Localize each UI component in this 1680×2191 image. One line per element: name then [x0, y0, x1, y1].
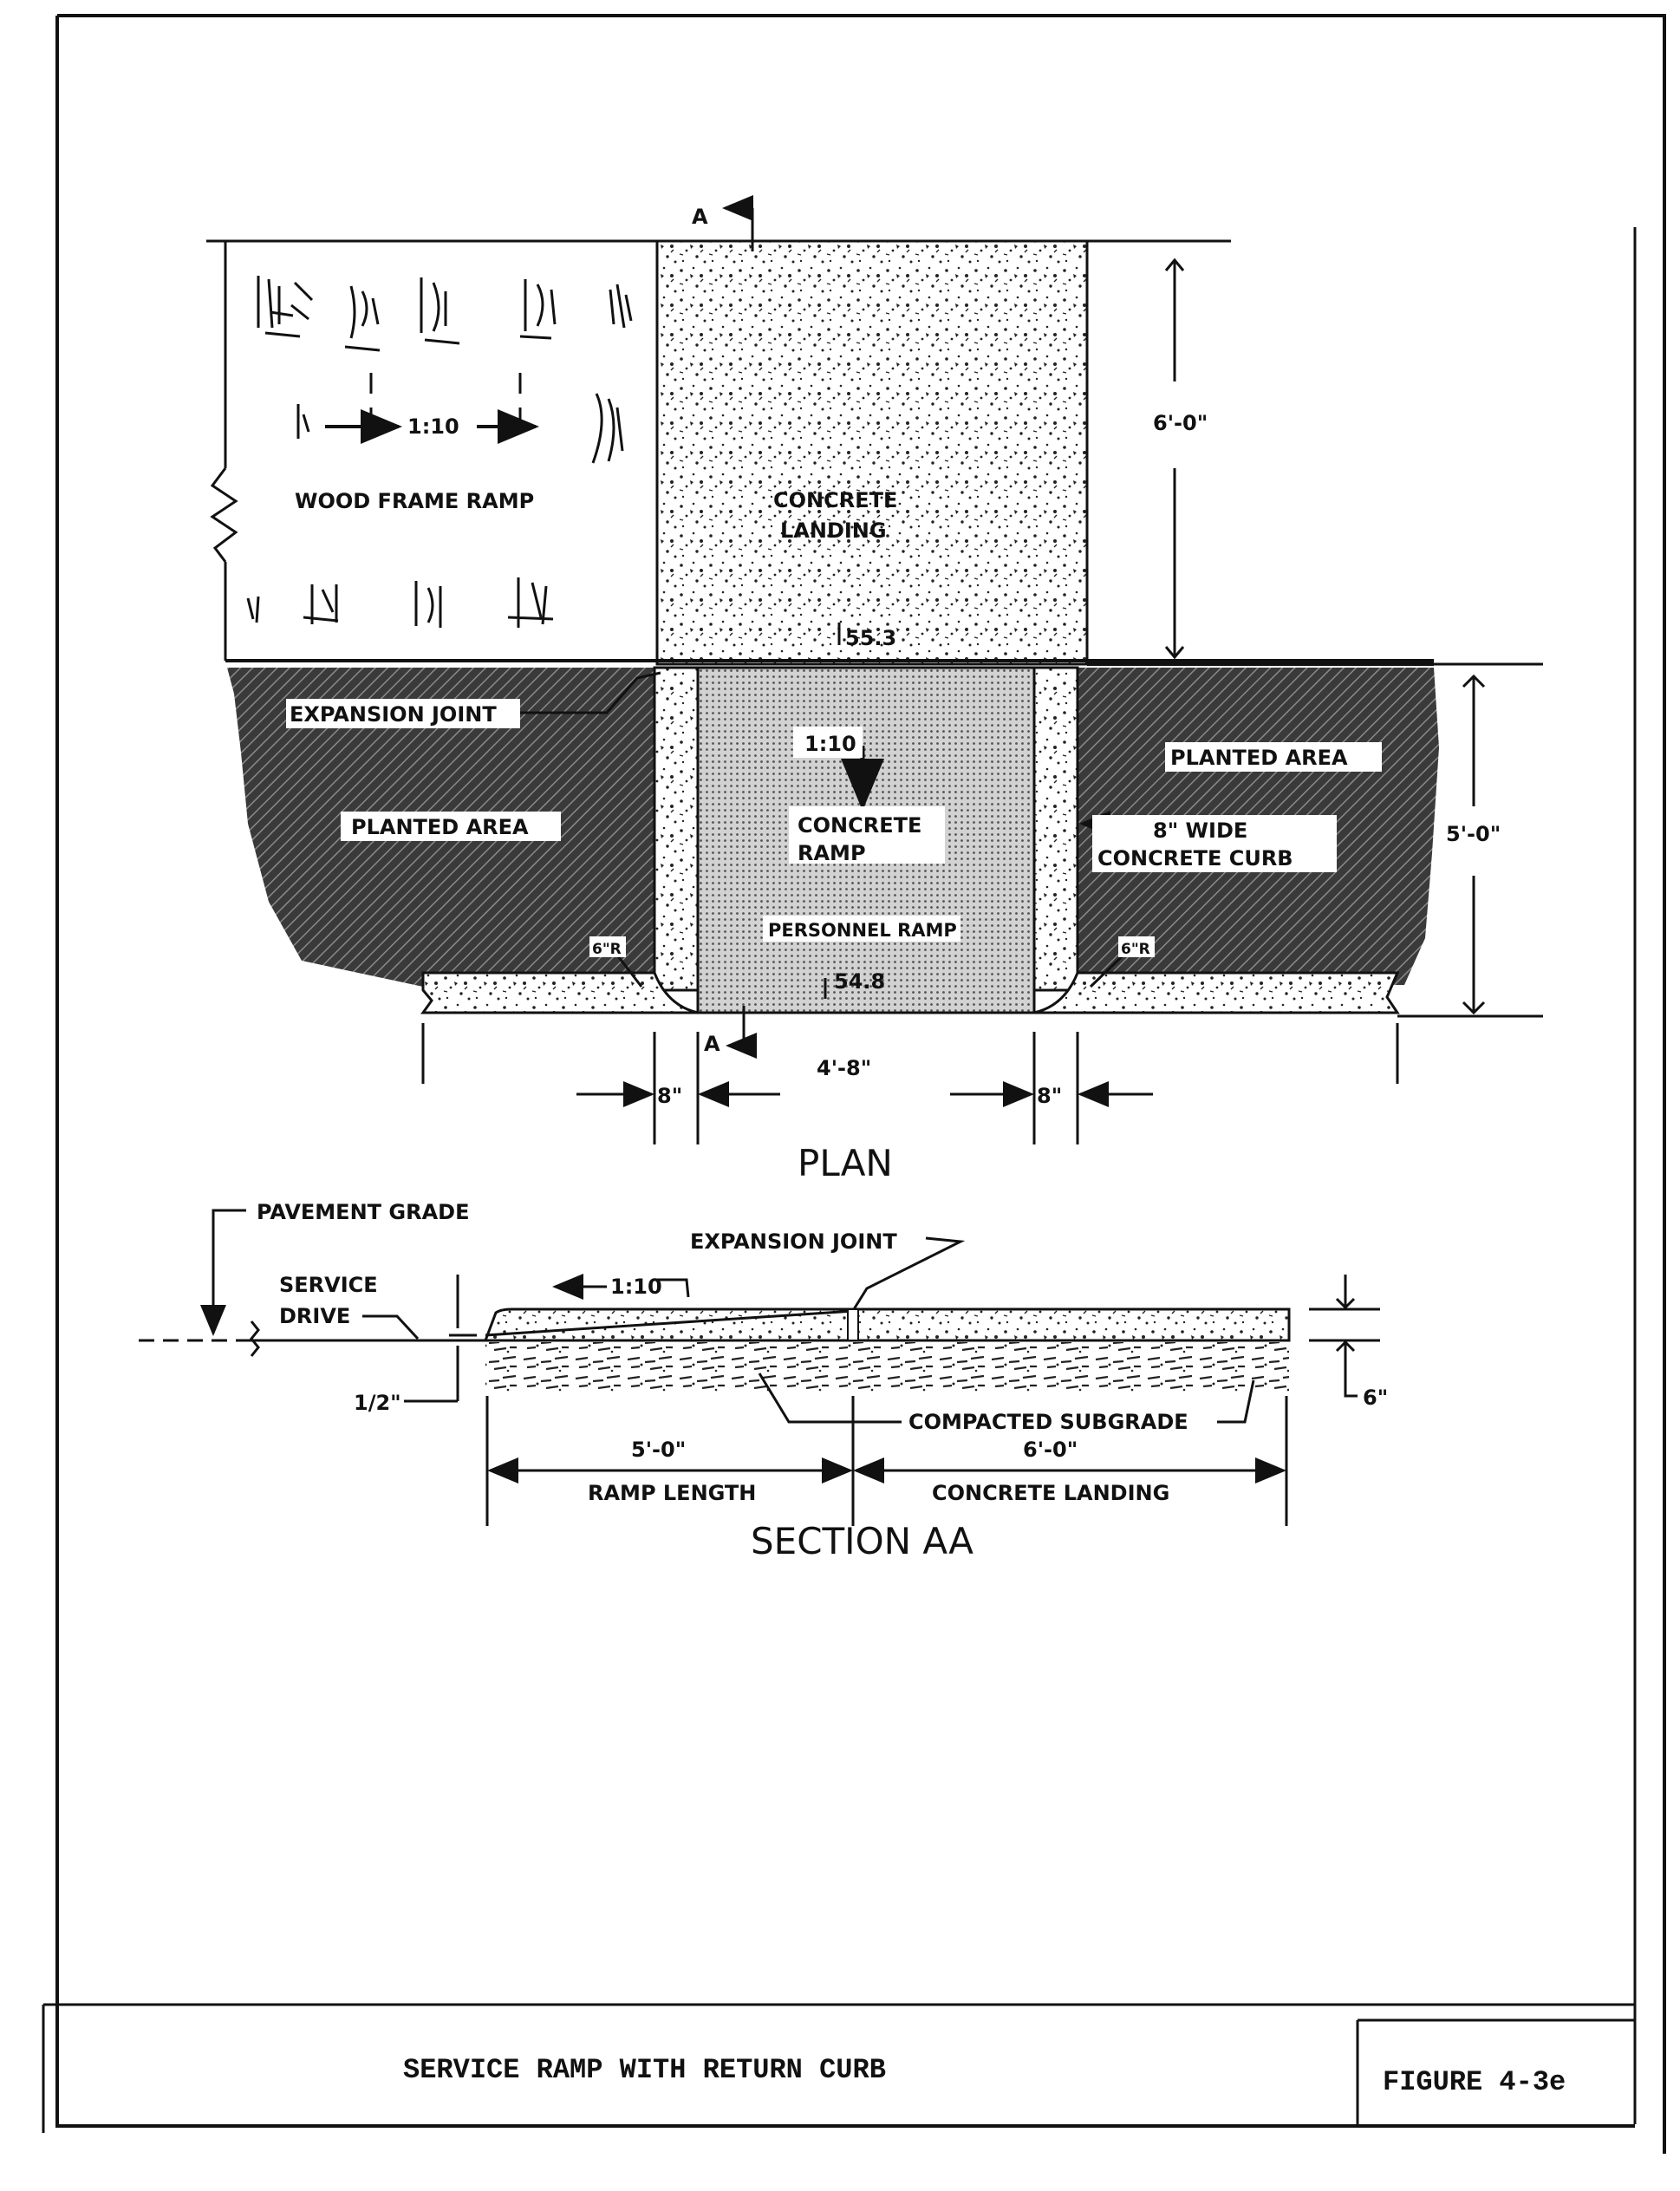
dim-landing-length: 6'-0"	[1153, 411, 1208, 435]
section-expansion-joint-label: EXPANSION JOINT	[690, 1229, 897, 1254]
curb-label-line2: CONCRETE CURB	[1097, 846, 1293, 871]
section-marker-top-label: A	[692, 205, 708, 229]
plan-view: A A 1:10 WOOD FRAME RAMP CONCRETE LANDIN…	[206, 195, 1543, 1184]
elevation-bottom-label: 54.8	[834, 969, 885, 994]
dim-curb-right: 8"	[1037, 1084, 1062, 1108]
return-curb-strip-right	[1033, 971, 1400, 1014]
half-inch-label: 1/2"	[354, 1391, 401, 1415]
section-aa-view: PAVEMENT GRADE EXPANSION JOINT SERVICE D…	[139, 1200, 1388, 1562]
elevation-top-label: 55.3	[845, 626, 896, 650]
dim-ramp-width: 4'-8"	[817, 1056, 871, 1080]
dimension-lines-bottom	[421, 1023, 1399, 1144]
ramp-slope-label: 1:10	[804, 732, 856, 756]
planted-area-right-label: PLANTED AREA	[1170, 746, 1348, 770]
dim-curb-left: 8"	[657, 1084, 682, 1108]
plan-view-title: PLAN	[798, 1142, 893, 1184]
ramp-length-label: RAMP LENGTH	[588, 1481, 756, 1505]
wood-frame-ramp-label: WOOD FRAME RAMP	[295, 489, 534, 513]
wood-slope-label: 1:10	[407, 414, 459, 439]
section-dim-ramp: 5'-0"	[631, 1438, 686, 1462]
title-block: SERVICE RAMP WITH RETURN CURB FIGURE 4-3…	[403, 2054, 1566, 2098]
radius-right-label: 6"R	[1121, 941, 1150, 958]
concrete-curb-left	[653, 666, 700, 992]
dimension-lines-right	[1164, 239, 1543, 1018]
section-landing-slab	[852, 1307, 1291, 1342]
pavement-grade-label: PAVEMENT GRADE	[257, 1200, 469, 1224]
section-marker-bottom-label: A	[704, 1032, 720, 1056]
dim-ramp-length: 5'-0"	[1446, 822, 1501, 846]
ramp-label-line1: CONCRETE	[798, 813, 921, 838]
section-cut-a	[722, 195, 757, 1059]
expansion-joint-label: EXPANSION JOINT	[290, 702, 497, 727]
return-curb-strip	[420, 971, 699, 1014]
radius-left-label: 6"R	[592, 941, 622, 958]
landing-label-line2: LANDING	[780, 518, 887, 543]
service-drive-line1: SERVICE	[279, 1273, 378, 1297]
section-slope-label: 1:10	[610, 1275, 662, 1299]
figure-number: FIGURE 4-3e	[1383, 2066, 1566, 2098]
drawing-title: SERVICE RAMP WITH RETURN CURB	[403, 2054, 886, 2086]
concrete-curb-right	[1032, 666, 1079, 992]
wood-frame-ramp	[206, 239, 1434, 666]
personnel-ramp-label: PERSONNEL RAMP	[768, 920, 957, 941]
concrete-landing-label: CONCRETE LANDING	[932, 1481, 1169, 1505]
section-view-title: SECTION AA	[751, 1520, 973, 1562]
landing-label-line1: CONCRETE	[773, 488, 897, 512]
service-drive-line2: DRIVE	[279, 1304, 350, 1328]
compacted-subgrade	[485, 1342, 1289, 1392]
compacted-subgrade-label: COMPACTED SUBGRADE	[908, 1410, 1188, 1434]
planted-area-left-label: PLANTED AREA	[351, 815, 529, 839]
six-inch-label: 6"	[1363, 1386, 1388, 1410]
curb-label-line1: 8" WIDE	[1153, 818, 1247, 843]
concrete-landing	[655, 239, 1089, 666]
section-dim-landing: 6'-0"	[1023, 1438, 1078, 1462]
sheet-border	[42, 14, 1666, 2154]
ramp-label-line2: RAMP	[798, 841, 866, 865]
